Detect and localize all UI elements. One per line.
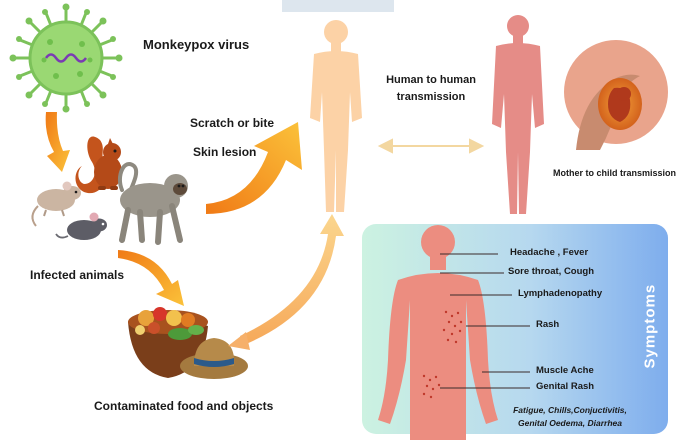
label-monkeypox-virus: Monkeypox virus [143, 37, 249, 52]
symptom-genital-rash: Genital Rash [536, 381, 594, 392]
label-mother-to-child: Mother to child transmission [553, 168, 676, 178]
virus-icon [10, 4, 123, 113]
label-scratch-or-bite: Scratch or bite [190, 116, 274, 130]
squirrel-icon [76, 137, 123, 194]
arrow-animals-to-food [118, 250, 184, 306]
symptom-note-line2: Genital Oedema, Diarrhea [500, 417, 640, 430]
symptoms-title: Symptoms [642, 289, 659, 369]
human-figure-right [492, 15, 544, 214]
mouse-icon [56, 213, 107, 241]
symptom-muscle-ache: Muscle Ache [536, 365, 594, 376]
symptom-rash: Rash [536, 319, 559, 330]
symptom-sore-throat-cough: Sore throat, Cough [508, 266, 594, 277]
rat-icon [32, 182, 81, 227]
arrow-virus-to-animals [46, 112, 70, 172]
label-infected-animals: Infected animals [30, 268, 124, 282]
label-human-to-human: Human to human [372, 74, 490, 86]
double-arrow-h2h [380, 140, 482, 152]
symptom-note-line1: Fatigue, Chills,Conjuctivitis, [500, 404, 640, 417]
human-figure-left [310, 20, 362, 212]
monkey-icon [120, 164, 188, 242]
label-skin-lesion: Skin lesion [193, 145, 256, 159]
womb-fetus-icon [564, 40, 668, 150]
label-transmission: transmission [372, 91, 490, 103]
arrow-animals-to-human [206, 122, 302, 214]
symptom-lymphadenopathy: Lymphadenopathy [518, 288, 602, 299]
label-contaminated-food: Contaminated food and objects [94, 399, 273, 413]
symptom-headache-fever: Headache , Fever [510, 247, 588, 258]
arrow-food-to-human [240, 214, 344, 344]
